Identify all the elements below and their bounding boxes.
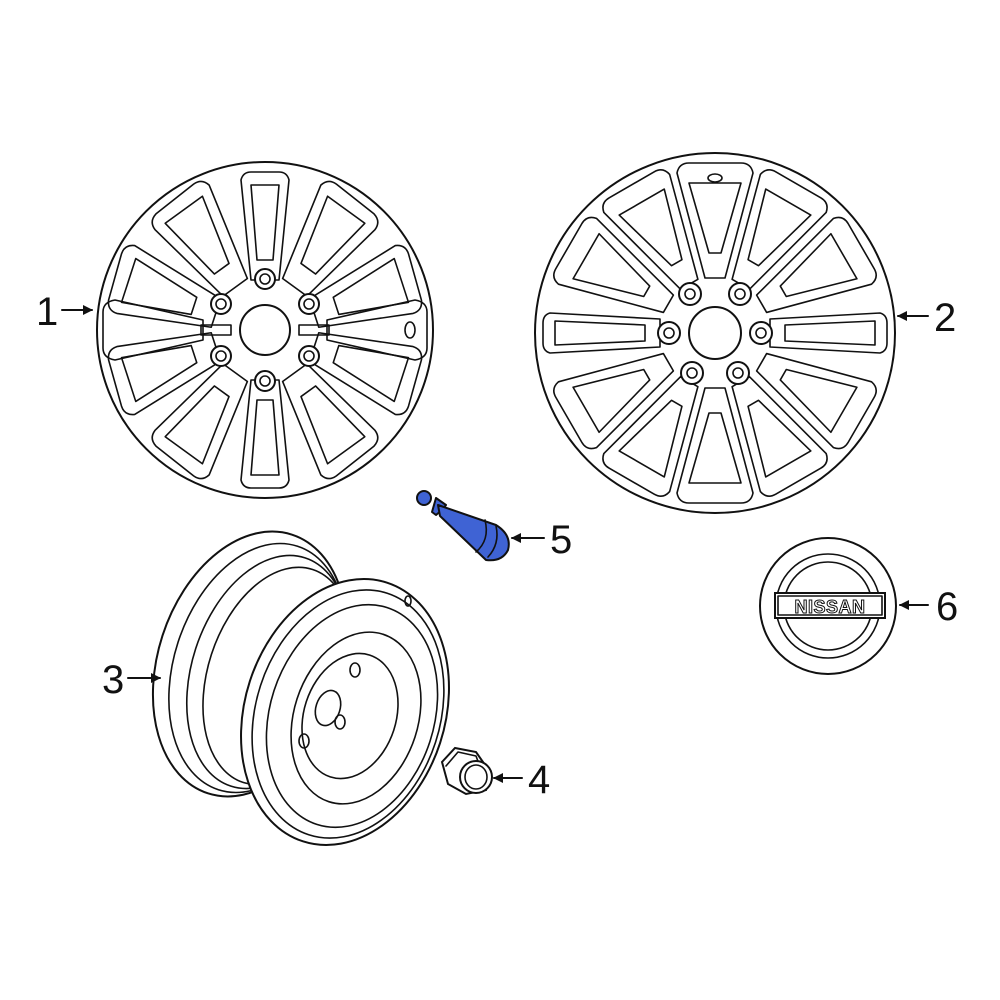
wheel-1-lug-holes [210, 268, 320, 392]
callout-label-4: 4 [528, 758, 551, 802]
wheel-1-spokes [102, 171, 428, 489]
lug-nut-4[interactable] [440, 746, 493, 796]
wheel-2-spokes [542, 162, 888, 504]
spare-wheel-3[interactable] [120, 506, 482, 872]
center-cap-6[interactable]: NISSAN [759, 537, 897, 675]
callout-label-2: 2 [934, 296, 957, 340]
wheel-2-hub-bore [688, 306, 742, 360]
wheel-2-lug-holes [657, 282, 773, 385]
callout-label-6: 6 [936, 585, 959, 629]
wheel-1-hub-bore [239, 304, 291, 356]
callout-label-1: 1 [36, 290, 59, 334]
wheel-2[interactable] [534, 152, 896, 514]
valve-stem-5[interactable] [416, 490, 510, 562]
callout-label-3: 3 [102, 658, 125, 702]
callout-label-5: 5 [550, 518, 573, 562]
nissan-logo-text: NISSAN [794, 597, 865, 617]
wheel-1[interactable] [96, 161, 434, 499]
